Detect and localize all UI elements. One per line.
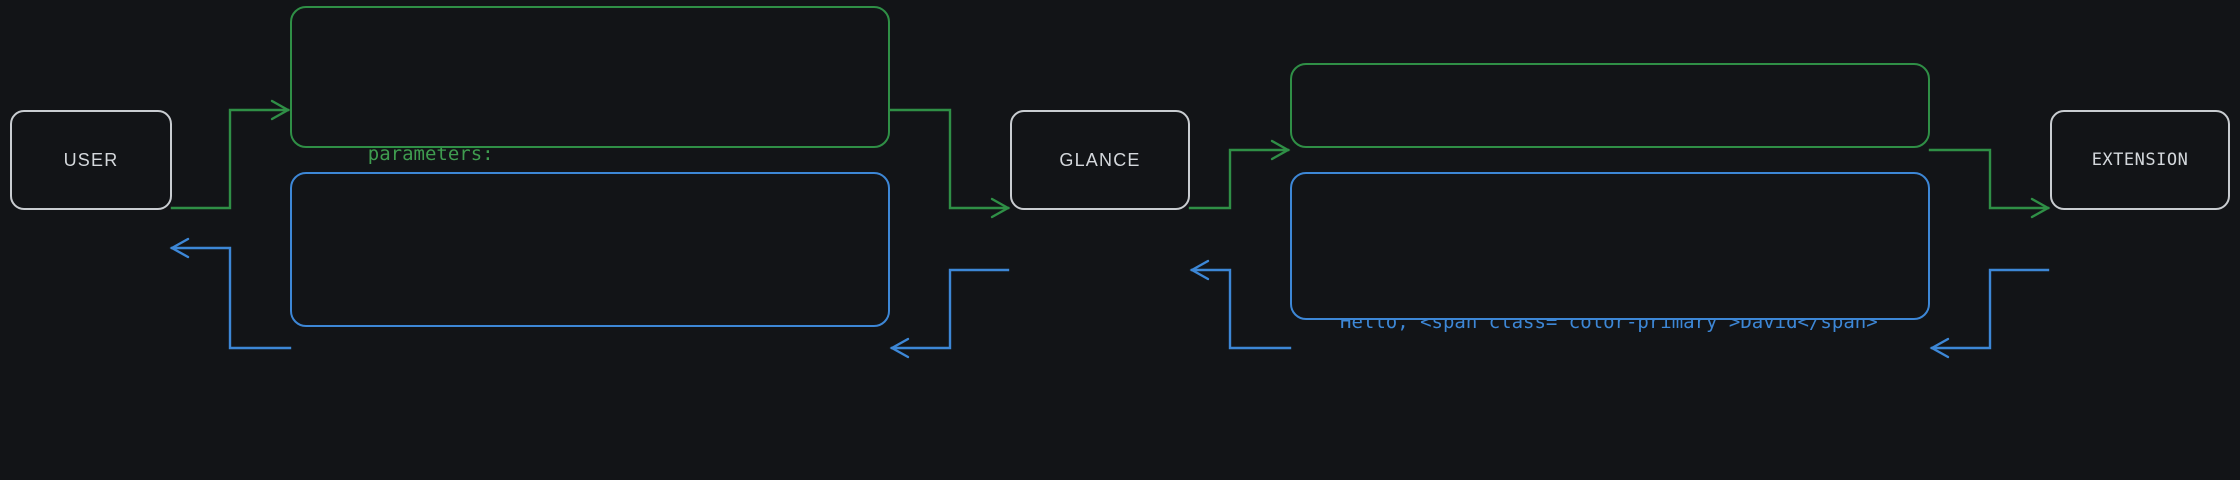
arrowhead-config-to-glance	[990, 197, 1011, 219]
edge-config-to-glance	[888, 108, 1010, 210]
edge-request-to-extension	[1928, 148, 2050, 210]
arrowhead-user-to-config	[270, 99, 291, 121]
panel-config	[290, 6, 890, 148]
node-glance[interactable]: GLANCE	[1010, 110, 1190, 210]
arrowhead-glance-to-widget	[889, 337, 910, 359]
panel-http-request	[1290, 63, 1930, 148]
arrowhead-widget-to-user	[169, 237, 190, 259]
node-extension-label: EXTENSION	[2091, 150, 2189, 170]
arrowhead-request-to-extension	[2030, 197, 2051, 219]
node-glance-label: GLANCE	[1059, 149, 1141, 170]
edge-widget-to-user	[170, 246, 292, 350]
node-extension[interactable]: EXTENSION	[2050, 110, 2230, 210]
arrowhead-response-to-glance	[1189, 259, 1210, 281]
edge-glance-to-request	[1188, 148, 1290, 210]
node-user-label: USER	[63, 149, 119, 170]
arrowhead-extension-to-response	[1929, 337, 1950, 359]
edge-response-to-glance	[1190, 268, 1292, 350]
edge-extension-to-response	[1930, 268, 2050, 350]
edge-user-to-config	[170, 108, 290, 210]
edge-glance-to-widget	[890, 268, 1010, 350]
node-user[interactable]: USER	[10, 110, 172, 210]
arrowhead-glance-to-request	[1270, 139, 1291, 161]
panel-http-response	[1290, 172, 1930, 320]
panel-rendered-widget	[290, 172, 890, 327]
